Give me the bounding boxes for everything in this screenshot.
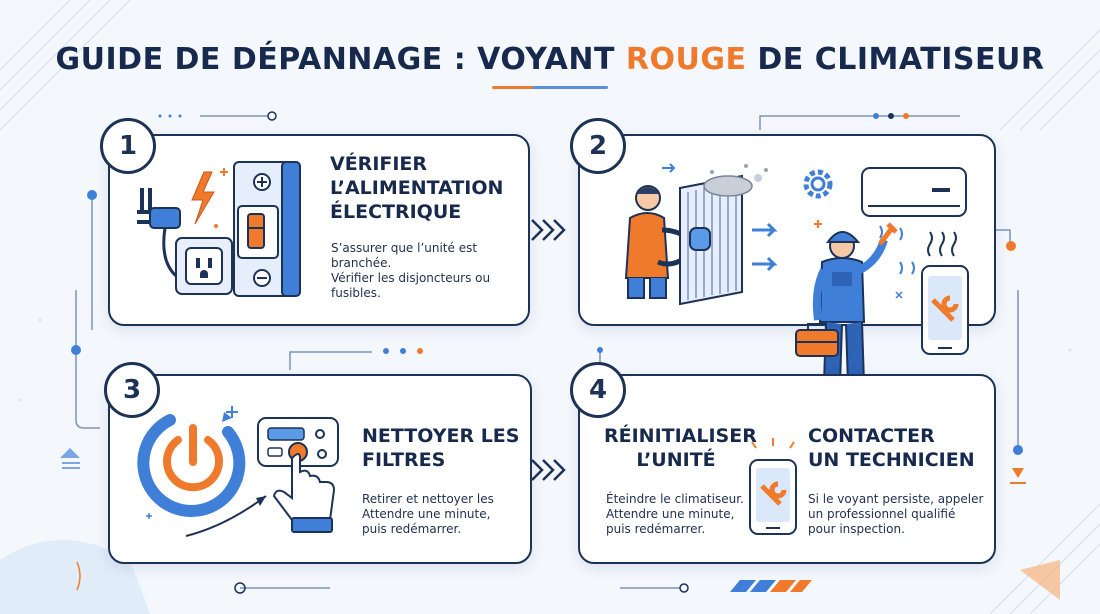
step-4-line-3: puis redémarrer.	[606, 522, 706, 536]
step-1-line-2: branchée.	[331, 256, 392, 270]
step-1-description: S’assurer que l’unité est branchée. Véri…	[331, 241, 490, 301]
step-3-title: NETTOYER LES FILTRES	[362, 425, 520, 471]
page-title: GUIDE DE DÉPANNAGE : VOYANT ROUGE DE CLI…	[0, 42, 1100, 77]
step-4-line-1: Éteindre le climatiseur.	[606, 492, 744, 506]
step-3-description: Retirer et nettoyer les Attendre une min…	[362, 492, 494, 537]
step-4-title: RÉINITIALISER L’UNITÉ	[604, 425, 757, 471]
contact-line-3: pour inspection.	[808, 522, 905, 536]
chevron-right-icon	[531, 459, 566, 481]
title-highlight: ROUGE	[625, 42, 747, 77]
step-1-line-4: fusibles.	[331, 286, 381, 300]
step-3-number-badge: 3	[104, 362, 160, 418]
title-underline	[492, 86, 608, 89]
step-1-line-3: Vérifier les disjoncteurs ou	[331, 271, 491, 285]
contact-line-2: un professionnel qualifié	[808, 507, 956, 521]
step-3-line-3: puis redémarrer.	[362, 522, 462, 536]
step-4-number-badge: 4	[570, 362, 626, 418]
step-4-description: Éteindre le climatiseur. Attendre une mi…	[606, 492, 744, 537]
step-1-line-1: S’assurer que l’unité est	[331, 241, 478, 255]
step-3-line-2: Attendre une minute,	[362, 507, 491, 521]
step-2-number-badge: 2	[570, 118, 626, 174]
contact-description: Si le voyant persiste, appeler un profes…	[808, 492, 983, 537]
title-part-1: GUIDE DE DÉPANNAGE : VOYANT	[55, 42, 626, 77]
step-2-card	[578, 134, 996, 326]
step-3-line-1: Retirer et nettoyer les	[362, 492, 494, 506]
toolbox-icon	[795, 323, 839, 357]
title-part-2: DE CLIMATISEUR	[746, 42, 1045, 77]
step-4-line-2: Attendre une minute,	[606, 507, 735, 521]
chevron-right-icon	[531, 219, 566, 241]
step-1-number-badge: 1	[100, 118, 156, 174]
contact-line-1: Si le voyant persiste, appeler	[808, 492, 984, 506]
step-1-title: VÉRIFIER L’ALIMENTATION ÉLECTRIQUE	[330, 153, 504, 223]
contact-title: CONTACTER UN TECHNICIEN	[808, 425, 975, 471]
